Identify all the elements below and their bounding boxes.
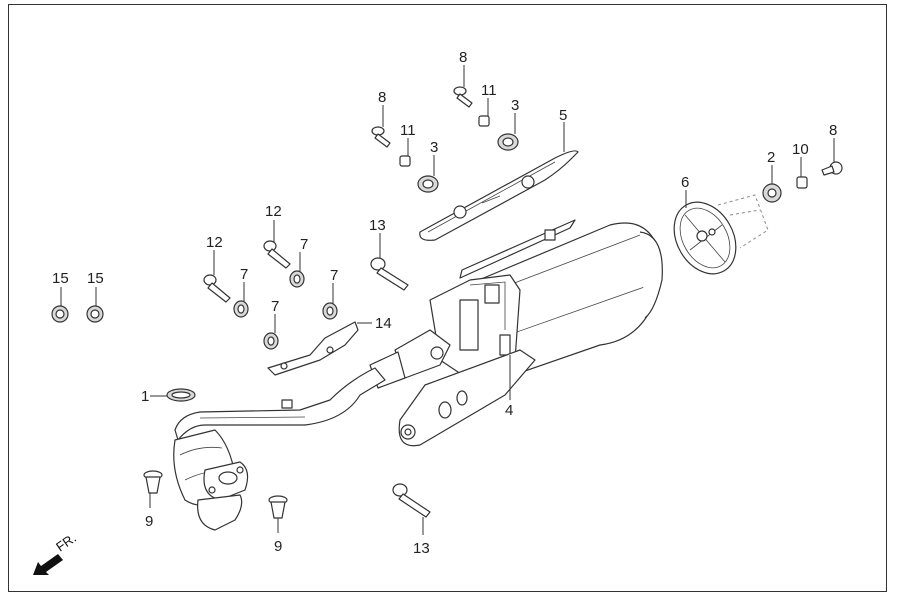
callout-12: 12 bbox=[265, 203, 282, 220]
callout-4: 4 bbox=[505, 402, 513, 419]
callout-8: 8 bbox=[459, 49, 467, 66]
washer-part bbox=[51, 305, 69, 323]
gasket-part bbox=[166, 388, 196, 402]
grommet-part bbox=[762, 183, 782, 203]
washer-part bbox=[322, 302, 338, 320]
callout-13: 13 bbox=[369, 217, 386, 234]
callout-3: 3 bbox=[430, 139, 438, 156]
callout-11: 11 bbox=[400, 122, 416, 139]
muffler-part bbox=[369, 219, 663, 447]
washer-part bbox=[289, 270, 305, 288]
callout-10: 10 bbox=[792, 141, 809, 158]
bolt-part bbox=[453, 86, 473, 108]
nut-part bbox=[143, 470, 163, 494]
callout-9: 9 bbox=[145, 513, 153, 530]
bolt-part bbox=[370, 257, 409, 291]
exhaust-pipe bbox=[173, 367, 386, 531]
leader-lines bbox=[60, 65, 835, 535]
callout-12: 12 bbox=[206, 234, 223, 251]
washer-part bbox=[86, 305, 104, 323]
washer-part bbox=[263, 332, 279, 350]
grommet-part bbox=[417, 175, 439, 193]
bolt-part bbox=[263, 240, 291, 269]
callout-14: 14 bbox=[375, 315, 392, 332]
callout-6: 6 bbox=[681, 174, 689, 191]
callout-7: 7 bbox=[300, 236, 308, 253]
callout-11: 11 bbox=[481, 82, 497, 99]
diagram-frame bbox=[8, 4, 887, 592]
front-arrow-icon bbox=[33, 554, 63, 575]
callout-5: 5 bbox=[559, 107, 567, 124]
callout-9: 9 bbox=[274, 538, 282, 555]
callout-8: 8 bbox=[829, 122, 837, 139]
callout-7: 7 bbox=[240, 266, 248, 283]
callout-7: 7 bbox=[330, 267, 338, 284]
small-heat-shield-part bbox=[267, 321, 359, 376]
grommet-part bbox=[497, 133, 519, 151]
collar-part bbox=[478, 115, 490, 127]
callout-1: 1 bbox=[141, 388, 149, 405]
callout-2: 2 bbox=[767, 149, 775, 166]
bolt-part bbox=[203, 274, 231, 303]
bolt-part bbox=[392, 483, 431, 518]
bolt-part bbox=[371, 126, 391, 148]
callout-7: 7 bbox=[271, 298, 279, 315]
heat-shield-part bbox=[419, 150, 579, 241]
end-cap-part bbox=[673, 194, 769, 275]
callout-15: 15 bbox=[52, 270, 69, 287]
callout-13: 13 bbox=[413, 540, 430, 557]
nut-part bbox=[268, 495, 288, 519]
washer-part bbox=[233, 300, 249, 318]
collar-part bbox=[796, 176, 808, 189]
front-direction-indicator: FR. bbox=[33, 530, 79, 575]
callout-8: 8 bbox=[378, 89, 386, 106]
front-label: FR. bbox=[53, 530, 79, 554]
callout-3: 3 bbox=[511, 97, 519, 114]
bolt-part bbox=[821, 161, 843, 176]
collar-part bbox=[399, 155, 411, 167]
callout-15: 15 bbox=[87, 270, 104, 287]
